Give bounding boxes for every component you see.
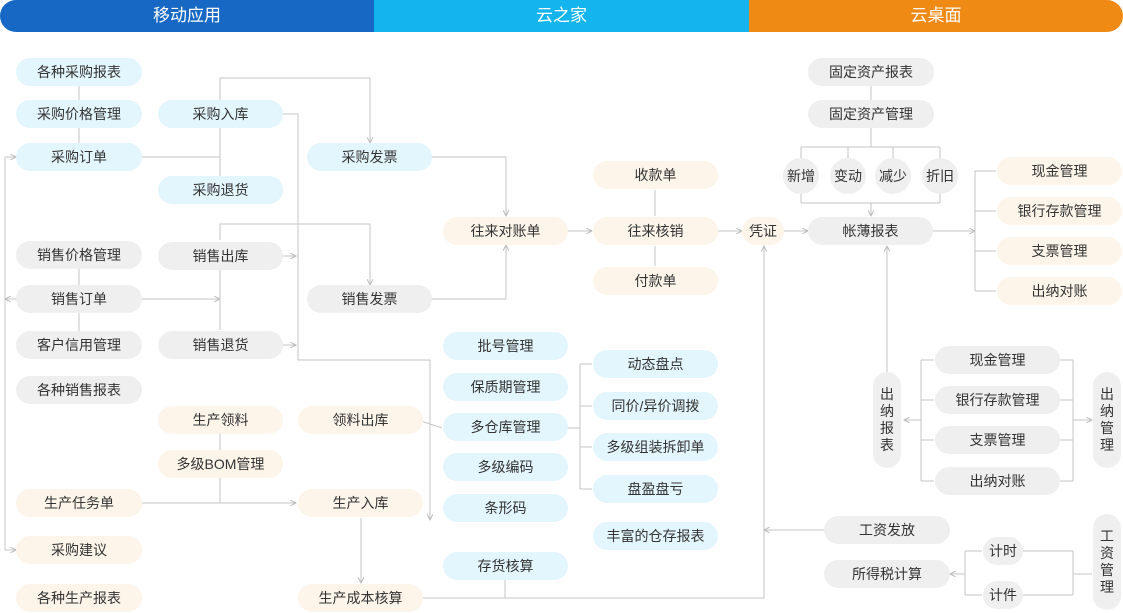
node-sales-return[interactable]: 销售退货 bbox=[158, 331, 283, 359]
node-multi-warehouse-mgmt[interactable]: 多仓库管理 bbox=[443, 413, 568, 441]
node-purchase-invoice[interactable]: 采购发票 bbox=[307, 143, 432, 171]
node-income-tax-calc[interactable]: 所得税计算 bbox=[824, 560, 950, 588]
node-sales-invoice[interactable]: 销售发票 bbox=[307, 285, 432, 313]
node-payment[interactable]: 付款单 bbox=[593, 267, 718, 295]
node-sales-reports[interactable]: 各种销售报表 bbox=[16, 376, 142, 404]
header-mobile: 移动应用 bbox=[0, 0, 374, 32]
node-multi-level-code[interactable]: 多级编码 bbox=[443, 453, 568, 481]
node-asset-reduce[interactable]: 减少 bbox=[875, 158, 911, 194]
node-stock-accounting[interactable]: 存货核算 bbox=[443, 552, 568, 580]
node-purchase-return[interactable]: 采购退货 bbox=[158, 176, 283, 204]
node-salary-payment[interactable]: 工资发放 bbox=[824, 516, 950, 544]
node-voucher[interactable]: 凭证 bbox=[742, 217, 784, 245]
node-ledger-report[interactable]: 帐薄报表 bbox=[808, 217, 933, 245]
node-check-mgmt[interactable]: 支票管理 bbox=[997, 237, 1122, 265]
node-sales-outbound[interactable]: 销售出库 bbox=[158, 242, 283, 270]
node-receipt[interactable]: 收款单 bbox=[593, 161, 718, 189]
node-sales-order[interactable]: 销售订单 bbox=[16, 285, 142, 313]
node-inventory-reports[interactable]: 丰富的仓存报表 bbox=[593, 522, 718, 550]
node-bank-deposit-mgmt-2[interactable]: 银行存款管理 bbox=[935, 386, 1060, 414]
node-fixed-asset-report[interactable]: 固定资产报表 bbox=[808, 58, 934, 86]
node-fixed-asset-mgmt[interactable]: 固定资产管理 bbox=[808, 100, 934, 128]
node-surplus-loss[interactable]: 盘盈盘亏 bbox=[593, 475, 718, 503]
node-cashier-reconcile-2[interactable]: 出纳对账 bbox=[935, 467, 1060, 495]
cashier-report-label: 出纳报表 bbox=[880, 386, 894, 453]
node-batch-mgmt[interactable]: 批号管理 bbox=[443, 332, 568, 360]
node-sales-price-mgmt[interactable]: 销售价格管理 bbox=[16, 241, 142, 269]
node-production-reports[interactable]: 各种生产报表 bbox=[16, 584, 142, 612]
header-cloud-home: 云之家 bbox=[374, 0, 749, 32]
cashier-mgmt-label: 出纳管理 bbox=[1100, 386, 1114, 453]
node-hourly[interactable]: 计时 bbox=[983, 537, 1023, 565]
node-asset-change[interactable]: 变动 bbox=[830, 158, 866, 194]
node-production-inbound[interactable]: 生产入库 bbox=[298, 489, 423, 517]
node-customer-credit-mgmt[interactable]: 客户信用管理 bbox=[16, 331, 142, 359]
node-purchase-suggestion[interactable]: 采购建议 bbox=[16, 536, 142, 564]
node-check-mgmt-2[interactable]: 支票管理 bbox=[935, 426, 1060, 454]
node-material-outbound[interactable]: 领料出库 bbox=[298, 406, 423, 434]
node-payroll-mgmt[interactable]: 工资管理 bbox=[1093, 514, 1121, 610]
node-assembly-disassembly[interactable]: 多级组装拆卸单 bbox=[593, 433, 718, 461]
node-piece[interactable]: 计件 bbox=[983, 581, 1023, 609]
node-barcode[interactable]: 条形码 bbox=[443, 494, 568, 522]
node-cash-mgmt-2[interactable]: 现金管理 bbox=[935, 346, 1060, 374]
node-cashier-report[interactable]: 出纳报表 bbox=[873, 372, 901, 468]
node-asset-depreciation[interactable]: 折旧 bbox=[922, 158, 958, 194]
node-production-material-pick[interactable]: 生产领料 bbox=[158, 406, 283, 434]
node-asset-add[interactable]: 新增 bbox=[783, 158, 819, 194]
node-cash-mgmt[interactable]: 现金管理 bbox=[997, 157, 1122, 185]
node-multi-level-bom[interactable]: 多级BOM管理 bbox=[158, 450, 283, 478]
node-dynamic-count[interactable]: 动态盘点 bbox=[593, 350, 718, 378]
node-purchase-price-mgmt[interactable]: 采购价格管理 bbox=[16, 100, 142, 128]
node-reconciliation-statement[interactable]: 往来对账单 bbox=[443, 217, 568, 245]
node-purchase-order[interactable]: 采购订单 bbox=[16, 143, 142, 171]
node-cashier-reconcile[interactable]: 出纳对账 bbox=[997, 277, 1122, 305]
node-transfer[interactable]: 同价/异价调拨 bbox=[593, 392, 718, 420]
node-production-cost-accounting[interactable]: 生产成本核算 bbox=[298, 584, 423, 612]
node-production-task-order[interactable]: 生产任务单 bbox=[16, 489, 142, 517]
node-write-off[interactable]: 往来核销 bbox=[593, 217, 718, 245]
node-bank-deposit-mgmt[interactable]: 银行存款管理 bbox=[997, 197, 1122, 225]
header-cloud-desktop: 云桌面 bbox=[749, 0, 1123, 32]
payroll-mgmt-label: 工资管理 bbox=[1100, 528, 1114, 595]
node-shelf-life-mgmt[interactable]: 保质期管理 bbox=[443, 373, 568, 401]
node-cashier-mgmt[interactable]: 出纳管理 bbox=[1093, 372, 1121, 468]
node-purchase-inbound[interactable]: 采购入库 bbox=[158, 100, 283, 128]
node-purchase-reports[interactable]: 各种采购报表 bbox=[16, 58, 142, 86]
